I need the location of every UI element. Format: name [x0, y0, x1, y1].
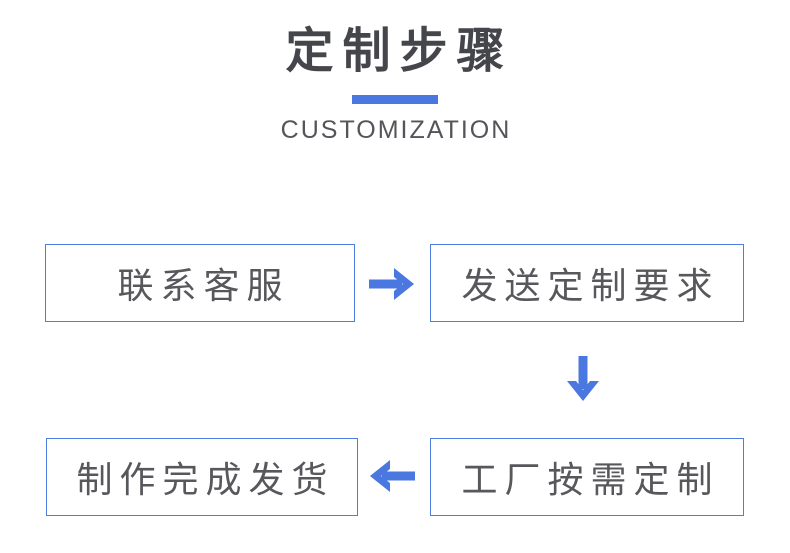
step-label: 工厂按需定制: [461, 459, 720, 500]
step-box-contact-service: 联系客服: [45, 244, 355, 322]
arrow-left-icon: [369, 458, 415, 494]
page-title: 定制步骤: [285, 25, 514, 78]
step-box-factory-customize: 工厂按需定制: [430, 438, 744, 516]
step-box-send-requirements: 发送定制要求: [430, 244, 744, 322]
header: 定制步骤 CUSTOMIZATION: [0, 0, 790, 144]
arrow-down-icon: [565, 356, 601, 402]
page-subtitle: CUSTOMIZATION: [280, 116, 512, 144]
step-label: 联系客服: [117, 265, 290, 306]
step-box-ship-finished: 制作完成发货: [46, 438, 358, 516]
step-label: 发送定制要求: [461, 265, 720, 306]
step-label: 制作完成发货: [76, 459, 335, 500]
arrow-right-icon: [369, 266, 415, 302]
title-divider-bar: [352, 95, 438, 104]
